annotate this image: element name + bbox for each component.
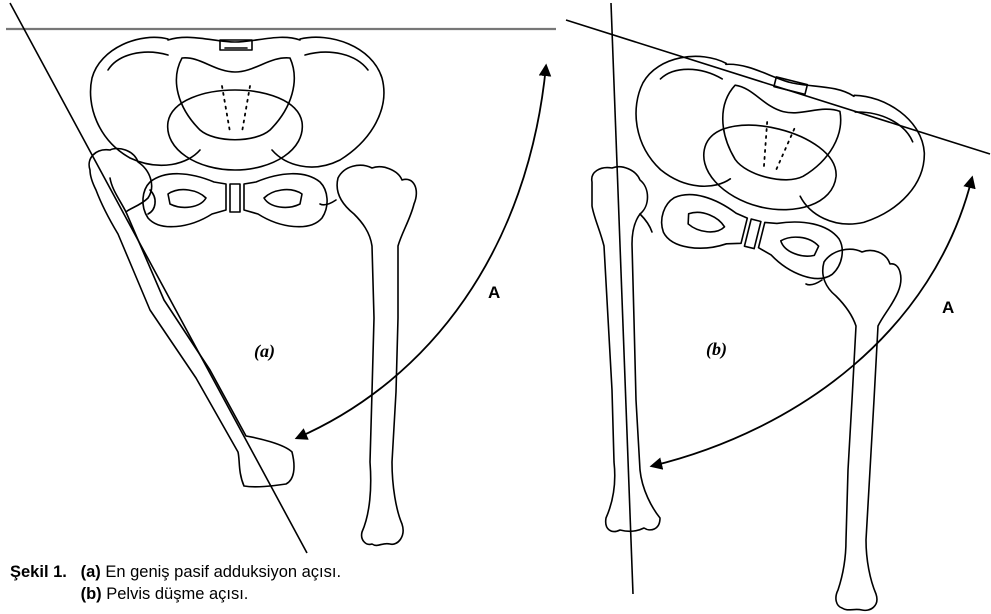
caption-tag-b: (b) [81,585,107,603]
panel-a-left-femur [89,149,294,487]
caption-prefix: Şekil 1. [10,561,76,583]
panel-b-angle-label: A [942,298,954,317]
panel-b-label: (b) [706,339,727,360]
panel-b-angle-arc [652,178,972,466]
caption-text-b: Pelvis düşme açısı. [106,585,248,603]
panel-a: A (a) [6,3,556,553]
panel-a-femur-axis-line [10,3,307,553]
panel-a-right-femur [320,165,416,545]
panel-b-left-femur [592,167,660,532]
caption-text-a: En geniş pasif adduksiyon açısı. [105,563,341,581]
panel-a-angle-arc [297,66,546,438]
panel-b: A (b) [566,3,990,610]
panel-b-femur-axis-line [611,3,633,594]
figure-caption: Şekil 1. (a) En geniş pasif adduksiyon a… [10,561,341,605]
panel-b-right-femur [806,249,901,610]
caption-tag-a: (a) [81,563,106,581]
panel-a-angle-label: A [488,283,500,302]
caption-line-a: Şekil 1. (a) En geniş pasif adduksiyon a… [10,561,341,583]
panel-b-pelvis [606,43,937,298]
panel-a-label: (a) [254,341,275,362]
caption-line-b: (b) Pelvis düşme açısı. [10,583,341,605]
